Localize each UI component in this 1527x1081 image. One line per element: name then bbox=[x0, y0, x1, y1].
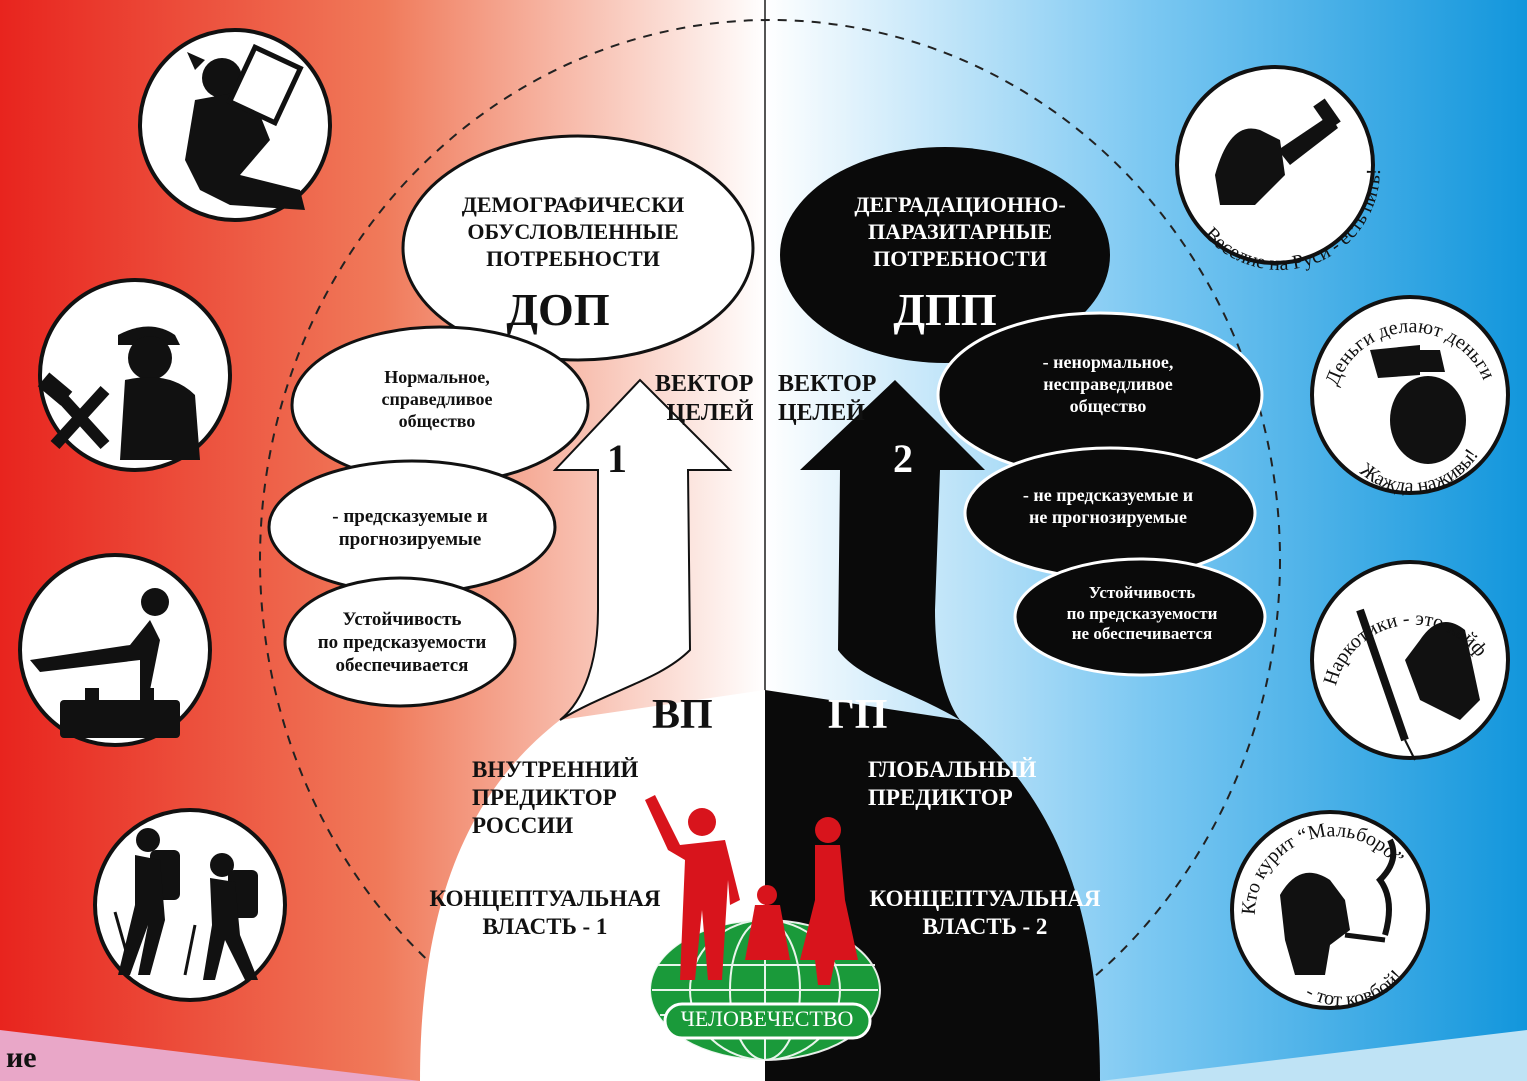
conceptual-power-2: КОНЦЕПТУАЛЬНАЯ ВЛАСТЬ - 2 bbox=[869, 886, 1101, 940]
vector-label-right: ВЕКТОР ЦЕЛЕЙ bbox=[778, 371, 877, 427]
inner-predictor-label: ВНУТРЕННИЙ ПРЕДИКТОР РОССИИ bbox=[472, 757, 639, 839]
dop-ellipse bbox=[401, 134, 755, 362]
global-predictor-abbr: ГП bbox=[828, 692, 888, 738]
arrow-1-number: 1 bbox=[607, 436, 627, 481]
arrow-1 bbox=[552, 378, 733, 721]
bubble-no-stability bbox=[1013, 557, 1267, 677]
vector-label-left: ВЕКТОР ЦЕЛЕЙ bbox=[655, 371, 754, 427]
globe-label-box bbox=[663, 1002, 872, 1040]
gymnast-icon bbox=[18, 553, 212, 747]
smoking-man-icon bbox=[1230, 810, 1430, 1010]
worker-tools-icon bbox=[37, 278, 232, 472]
dashed-circle bbox=[259, 19, 1281, 1081]
money-bag-icon bbox=[1310, 295, 1510, 495]
syringe-hand-icon bbox=[1310, 560, 1510, 761]
right-corner-strip bbox=[1100, 1030, 1527, 1081]
global-predictor-label: ГЛОБАЛЬНЫЙ ПРЕДИКТОР bbox=[868, 757, 1037, 811]
bubble-stability bbox=[283, 576, 517, 708]
dpp-title: ДЕГРАДАЦИОННО- ПАРАЗИТАРНЫЕ ПОТРЕБНОСТИ bbox=[854, 192, 1066, 271]
dpp-ellipse bbox=[780, 147, 1110, 363]
bubble-predictable-text: - предсказуемые и прогнозируемые bbox=[332, 506, 488, 551]
corner-text: ие bbox=[6, 1041, 37, 1074]
globe-label: ЧЕЛОВЕЧЕСТВО bbox=[680, 1006, 854, 1031]
bubble-no-stability-text: Устойчивость по предсказуемости не обесп… bbox=[1066, 583, 1218, 644]
bubble-abnormal-text: - ненормальное, несправедливое общество bbox=[1042, 352, 1174, 416]
hikers-icon bbox=[93, 808, 287, 1002]
left-corner-strip bbox=[0, 1030, 420, 1081]
inner-predictor-abbr: ВП bbox=[652, 692, 713, 738]
arrow-2 bbox=[800, 380, 985, 720]
dpp-abbr: ДПП bbox=[893, 284, 997, 335]
bubble-normal-society-text: Нормальное, справедливое общество bbox=[381, 367, 493, 431]
dop-abbr: ДОП bbox=[506, 284, 610, 335]
bubble-stability-text: Устойчивость по предсказуемости обеспечи… bbox=[317, 609, 487, 677]
conceptual-power-1: КОНЦЕПТУАЛЬНАЯ ВЛАСТЬ - 1 bbox=[429, 886, 661, 940]
bubble-unpredictable-text: - не предсказуемые и не прогнозируемые bbox=[1022, 485, 1194, 527]
family-icon bbox=[645, 795, 858, 985]
arrow-2-number: 2 bbox=[893, 436, 913, 481]
dop-title: ДЕМОГРАФИЧЕСКИ ОБУСЛОВЛЕННЫЕ ПОТРЕБНОСТИ bbox=[461, 192, 685, 271]
reading-child-icon bbox=[138, 28, 332, 222]
drinking-man-icon bbox=[1175, 65, 1375, 265]
